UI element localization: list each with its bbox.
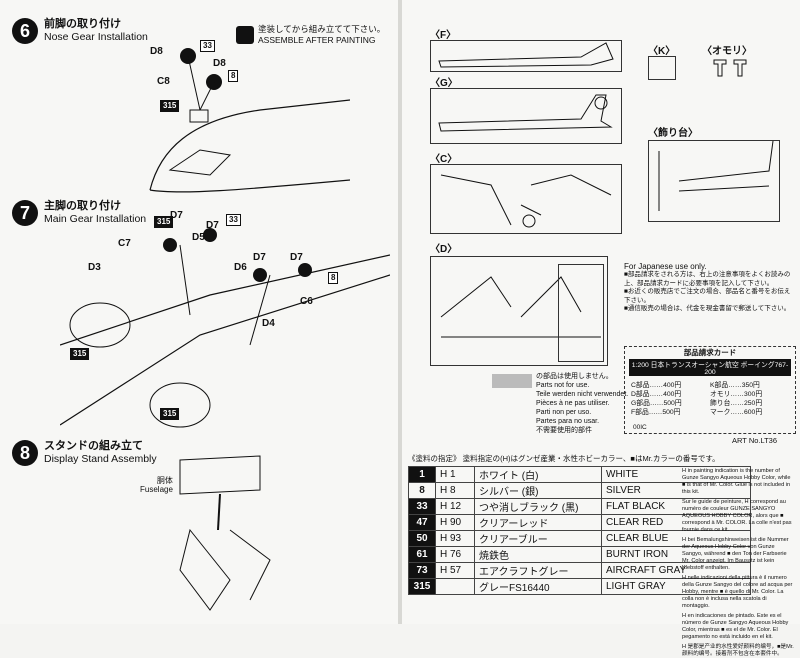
display-stand-diagram (179, 455, 271, 611)
part-c8: C8 (157, 76, 170, 87)
part-c6: C6 (300, 296, 313, 307)
runner-g-label: 〈G〉 (430, 78, 458, 89)
paint-code: 50 (408, 530, 436, 547)
paint-tag-33: 33 (200, 40, 215, 52)
paint-tag-315-a: 315 (154, 216, 174, 228)
page-gutter (398, 0, 402, 624)
part-d7-b: D7 (206, 220, 219, 231)
stand-runner-frame (648, 140, 780, 222)
hobby-color-code: H 93 (435, 530, 475, 547)
step-7-title-jp: 主脚の取り付け (44, 200, 121, 212)
nose-gear-diagram (149, 48, 350, 193)
part-d5: D5 (192, 232, 205, 243)
hobby-color-code: H 1 (435, 466, 475, 483)
hobby-color-code: H 57 (435, 562, 475, 579)
step-6-header: 6 前脚の取り付け Nose Gear Installation (12, 18, 148, 44)
unused-parts-swatch (492, 374, 532, 388)
part-d6: D6 (234, 262, 247, 273)
part-d8-upper: D8 (150, 46, 163, 57)
runner-d-label: 〈D〉 (430, 244, 458, 255)
step-8-header: 8 スタンドの組み立て Display Stand Assembly (12, 440, 157, 466)
step-6-number: 6 (12, 18, 38, 44)
part-d7-c: D7 (253, 252, 266, 263)
hobby-color-code: H 90 (435, 514, 475, 531)
hobby-color-code (435, 578, 475, 595)
color-name-jp: シルバー (銀) (474, 482, 602, 499)
art-number: ART No.LT36 (732, 436, 778, 445)
color-name-jp: 焼鉄色 (474, 546, 602, 563)
runner-k-label: 〈K〉 (648, 46, 676, 57)
part-d7-d: D7 (290, 252, 303, 263)
color-name-jp: クリアーレッド (474, 514, 602, 531)
color-name-en: LIGHT GRAY (601, 578, 751, 595)
fuselage-label: 胴体 Fuselage (140, 476, 173, 494)
paint-code: 315 (408, 578, 436, 595)
weight-parts (713, 59, 747, 77)
assemble-after-painting-note: 塗装してから組み立てて下さい。 ASSEMBLE AFTER PAINTING (258, 24, 386, 45)
part-d7-a: D7 (170, 210, 183, 221)
paint-code: 8 (408, 482, 436, 499)
hobby-color-code: H 12 (435, 498, 475, 515)
left-instruction-page: 6 前脚の取り付け Nose Gear Installation 塗装してから組… (0, 0, 398, 624)
unused-parts-note: の部品は使用しません。 Parts not for use. Teile wer… (536, 373, 629, 434)
paint-tag-315-c: 315 (160, 408, 180, 420)
paint-code: 47 (408, 514, 436, 531)
runner-g-frame (430, 88, 622, 144)
runner-f-label: 〈F〉 (430, 30, 457, 41)
runner-c-label: 〈C〉 (430, 154, 458, 165)
stand-runner-label: 〈飾り台〉 (648, 128, 698, 139)
step-7-number: 7 (12, 200, 38, 226)
paint-code: 61 (408, 546, 436, 563)
runner-f-frame (430, 40, 622, 72)
paintbrush-icon (236, 26, 254, 44)
step-6-title-jp: 前脚の取り付け (44, 18, 121, 30)
paint-code: 33 (408, 498, 436, 515)
paint-code: 1 (408, 466, 436, 483)
hobby-color-code: H 8 (435, 482, 475, 499)
parts-request-card: 部品請求カード 1:200 日本トランスオーシャン航空 ボーイング767-200… (624, 346, 796, 434)
color-name-jp: エアクラフトグレー (474, 562, 602, 579)
hobby-color-code: H 76 (435, 546, 475, 563)
paint-tag-8: 8 (228, 70, 239, 82)
right-parts-page: 〈F〉 〈G〉 〈K〉 〈オモリ〉 〈飾り台〉 〈C〉 〈D〉 の部品は使用しま… (402, 0, 800, 657)
part-d3: D3 (88, 262, 101, 273)
japanese-use-block: For Japanese use only. ■部品請求をされる方は、右上の注意… (624, 262, 791, 312)
main-gear-diagram (60, 228, 390, 428)
step-7-header: 7 主脚の取り付け Main Gear Installation (12, 200, 146, 226)
runner-k-frame (648, 56, 676, 80)
runner-d-frame (430, 256, 608, 366)
part-c7: C7 (118, 238, 131, 249)
paint-translations: H in painting indication is the number o… (682, 468, 794, 657)
paint-tag-315-b: 315 (70, 348, 90, 360)
step-8-title-jp: スタンドの組み立て (44, 440, 143, 452)
step-6-title-en: Nose Gear Installation (44, 31, 148, 43)
paint-code: 73 (408, 562, 436, 579)
color-name-jp: クリアーブルー (474, 530, 602, 547)
paint-tag-33-step7: 33 (226, 214, 241, 226)
part-d4: D4 (262, 318, 275, 329)
step-7-title-en: Main Gear Installation (44, 213, 147, 225)
paint-tag-8-step7: 8 (328, 272, 339, 284)
color-name-jp: つや消しブラック (黒) (474, 498, 602, 515)
part-d8-lower: D8 (213, 58, 226, 69)
step-8-title-en: Display Stand Assembly (44, 453, 157, 465)
runner-d-wheels (558, 264, 604, 362)
runner-c-frame (430, 164, 622, 234)
paint-guide-header: 《塗料の指定》 塗料指定の(H)はグンゼ産業・水性ホビーカラー、■はMr.カラー… (408, 454, 720, 463)
color-name-jp: ホワイト (白) (474, 466, 602, 483)
step-8-number: 8 (12, 440, 38, 466)
weight-label: 〈オモリ〉 (702, 46, 752, 57)
paint-tag-315: 315 (160, 100, 180, 112)
color-name-jp: グレーFS16440 (474, 578, 602, 595)
